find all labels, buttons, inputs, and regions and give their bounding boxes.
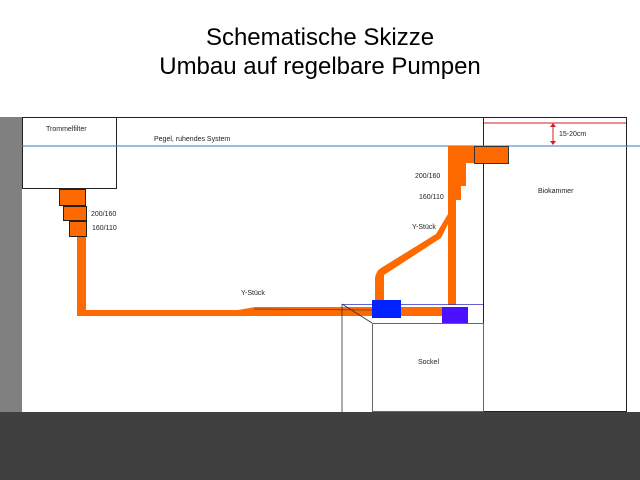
base-slope	[341, 303, 373, 324]
title-line-2: Umbau auf regelbare Pumpen	[159, 53, 481, 80]
label-level-diff: 15-20cm	[559, 131, 586, 138]
trommelfilter-box	[22, 117, 117, 189]
label-y-piece-right: Y-Stück	[412, 224, 436, 231]
biokammer-inlet	[474, 146, 509, 164]
label-trommelfilter: Trommelfilter	[46, 126, 87, 133]
biokammer-box	[483, 117, 627, 412]
title-line-1: Schematische Skizze	[205, 24, 435, 51]
floor	[0, 412, 640, 480]
pipe-edge	[253, 308, 373, 311]
label-left-reducer-2: 160/110	[92, 225, 117, 232]
left-reducer-200	[59, 189, 86, 206]
sockel-box	[372, 323, 484, 412]
label-sockel: Sockel	[418, 359, 439, 366]
y-branch-pipe	[375, 214, 450, 302]
pump-2	[442, 307, 468, 323]
right-pipe	[448, 146, 474, 305]
label-pegel: Pegel, ruhendes System	[154, 136, 230, 143]
pump-1	[372, 300, 401, 318]
left-pipe	[77, 237, 442, 316]
left-reducer-160	[63, 206, 87, 221]
label-right-reducer-2: 160/110	[419, 194, 444, 201]
label-right-reducer-1: 200/160	[415, 173, 440, 180]
label-left-reducer-1: 200/160	[91, 211, 116, 218]
label-y-piece-left: Y-Stück	[241, 290, 265, 297]
left-reducer-110	[69, 221, 87, 237]
left-wall	[0, 117, 22, 412]
label-biokammer: Biokammer	[538, 188, 574, 195]
